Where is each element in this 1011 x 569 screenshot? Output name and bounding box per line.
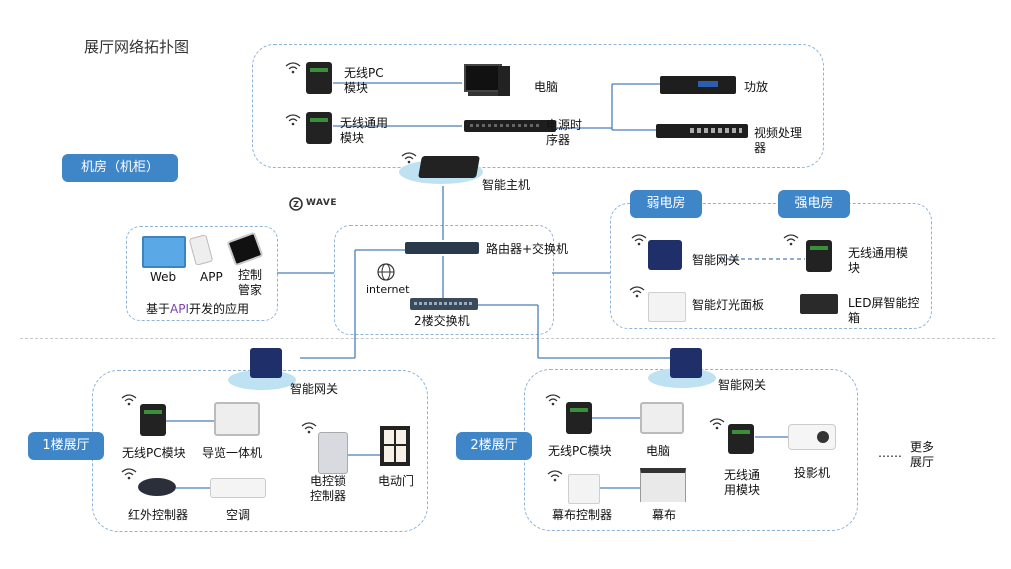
smart-host-label: 智能主机 [482, 178, 531, 192]
more-halls-label: 更多 展厅 [910, 440, 935, 469]
wifi-icon [285, 62, 301, 74]
zwave-text: WAVE [306, 198, 337, 208]
ir-controller-device [138, 478, 176, 496]
lock-controller-label: 电控锁 控制器 [310, 474, 347, 503]
zwave-icon: Z [289, 197, 303, 211]
led-controller-device [800, 294, 838, 314]
weak-gateway-device [648, 240, 682, 270]
more-dots: …… [878, 446, 902, 460]
switch-2f-device [410, 298, 478, 310]
electric-door-label: 电动门 [378, 474, 415, 488]
app-label: APP [200, 270, 223, 284]
floor2-computer-label: 电脑 [646, 444, 671, 458]
projector-device [788, 424, 836, 450]
wifi-icon [547, 470, 563, 482]
web-device [142, 236, 186, 268]
machine-room-tag: 机房（机柜） [62, 154, 178, 182]
router-switch-label: 路由器+交换机 [486, 242, 569, 256]
electric-door-device [380, 426, 410, 466]
projector-label: 投影机 [794, 466, 831, 480]
floor2-wireless-pc-device [566, 402, 592, 434]
wireless-pc-module-label: 无线PC 模块 [344, 66, 384, 95]
page-title: 展厅网络拓扑图 [84, 38, 190, 56]
wifi-icon [285, 114, 301, 126]
lock-controller-device [318, 432, 348, 474]
ir-controller-label: 红外控制器 [128, 508, 189, 522]
floor1-wireless-pc-device [140, 404, 166, 436]
power-sequencer-device [464, 120, 556, 132]
web-label: Web [150, 270, 177, 284]
floor2-universal-module-label: 无线通 用模块 [724, 468, 761, 497]
wifi-icon [783, 234, 799, 246]
video-processor-label: 视频处理 器 [754, 126, 803, 155]
power-sequencer-label: 电源时 序器 [546, 118, 583, 147]
wireless-universal-module-device [306, 112, 332, 144]
zwave-logo: Z WAVE [288, 196, 338, 212]
light-panel-label: 智能灯光面板 [692, 298, 765, 312]
led-controller-label: LED屏智能控 箱 [848, 296, 920, 325]
wifi-icon [631, 234, 647, 246]
center-network-region [334, 225, 554, 335]
globe-icon [377, 263, 395, 281]
floor2-tag: 2楼展厅 [456, 432, 532, 460]
floor2-universal-module-device [728, 424, 754, 454]
router-switch-device [405, 242, 479, 254]
screen-controller-device [568, 474, 600, 504]
guide-kiosk-label: 导览一体机 [202, 446, 263, 460]
ac-label: 空调 [226, 508, 251, 522]
strong-universal-module-label: 无线通用模 块 [848, 246, 909, 275]
wifi-icon [545, 394, 561, 406]
wifi-icon [121, 468, 137, 480]
wifi-icon [709, 418, 725, 430]
weak-strong-region [610, 203, 932, 329]
svg-text:Z: Z [293, 200, 299, 209]
floor2-gateway-label: 智能网关 [718, 378, 767, 392]
amplifier-device [660, 76, 736, 94]
floor-separator [20, 338, 995, 339]
control-butler-label: 控制 管家 [238, 268, 263, 297]
wifi-icon [629, 286, 645, 298]
floor2-wireless-pc-label: 无线PC模块 [548, 444, 612, 458]
floor2-gateway-device [670, 348, 702, 378]
floor1-gateway-device [250, 348, 282, 378]
floor2-computer-device [640, 402, 684, 434]
wireless-universal-module-label: 无线通用 模块 [340, 116, 389, 145]
strong-universal-module-device [806, 240, 832, 272]
switch-2f-label: 2楼交换机 [414, 314, 470, 328]
guide-kiosk-device [214, 402, 260, 436]
strong-room-tag: 强电房 [778, 190, 850, 218]
floor1-tag: 1楼展厅 [28, 432, 104, 460]
internet-label: internet [366, 283, 410, 296]
screen-controller-label: 幕布控制器 [552, 508, 613, 522]
wifi-icon [121, 394, 137, 406]
weak-gateway-label: 智能网关 [692, 253, 741, 267]
wifi-icon [301, 422, 317, 434]
screen-label: 幕布 [652, 508, 677, 522]
machine-room-region [252, 44, 824, 168]
screen-device [640, 468, 686, 502]
wifi-icon [401, 152, 417, 164]
computer-device [464, 64, 510, 98]
apps-caption: 基于API开发的应用 [146, 302, 250, 316]
ac-device [210, 478, 266, 498]
amplifier-label: 功放 [744, 80, 769, 94]
light-panel-device [648, 292, 686, 322]
smart-host-device [418, 156, 480, 178]
computer-label: 电脑 [534, 80, 559, 94]
video-processor-device [656, 124, 748, 138]
wireless-pc-module-device [306, 62, 332, 94]
weak-room-tag: 弱电房 [630, 190, 702, 218]
floor1-wireless-pc-label: 无线PC模块 [122, 446, 186, 460]
floor1-gateway-label: 智能网关 [290, 382, 339, 396]
